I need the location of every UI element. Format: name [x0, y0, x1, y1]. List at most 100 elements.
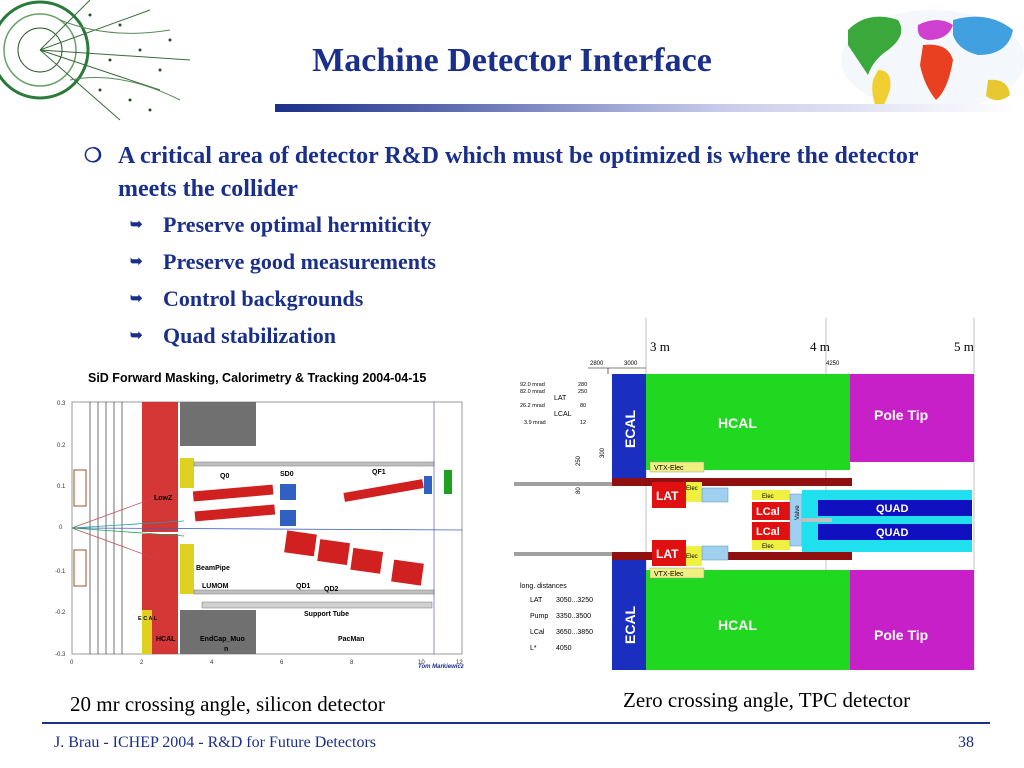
arrow-bullet-icon: ➥ — [130, 217, 143, 233]
scale-4m: 4 m — [810, 339, 830, 354]
lat-top-label: LAT — [656, 489, 679, 503]
mrad-angle: 92.0 mrad — [520, 382, 545, 388]
y-tick: -0.2 — [55, 610, 66, 616]
lat-elec-bottom: Elec — [686, 554, 698, 560]
hcal-bottom — [646, 570, 850, 670]
arrow-bullet-icon: ➥ — [130, 254, 143, 270]
ecal-bottom-label: ECAL — [622, 605, 638, 644]
support-tube-label: Support Tube — [304, 611, 349, 618]
y-tick: -0.1 — [55, 569, 66, 575]
tpc-detector-figure: 3 m 4 m 5 m 2800 3000 4250 92.0 mrad 280… — [514, 318, 976, 670]
footer-divider — [42, 722, 990, 724]
scale-5m: 5 m — [954, 339, 974, 354]
hcal-top — [646, 374, 850, 470]
mrad-value: 280 — [578, 382, 587, 388]
pole-tip-bottom-label: Pole Tip — [874, 627, 928, 643]
dim-250: 250 — [576, 455, 582, 466]
hcal-bottom-label: HCAL — [718, 617, 757, 633]
mrad-lcal-label: LCAL — [554, 411, 572, 418]
lcal-bottom-label: LCal — [756, 526, 780, 538]
lowz-label: LowZ — [154, 495, 173, 502]
ecal-top — [612, 374, 646, 482]
main-bullet-text: A critical area of detector R&D which mu… — [118, 143, 919, 202]
vtx-elec-bottom: VTX-Elec — [654, 571, 684, 578]
arrow-bullet-icon: ➥ — [130, 328, 143, 344]
dim-2800: 2800 — [590, 361, 604, 367]
lat-elec-top: Elec — [686, 486, 698, 492]
world-map-graphic — [841, 10, 1024, 112]
arrow-bullet-icon: ➥ — [130, 291, 143, 307]
dim-3000: 3000 — [624, 361, 638, 367]
quad-top-label: QUAD — [876, 503, 908, 515]
lcal-top-label: LCal — [756, 506, 780, 518]
ecal-top-label: ECAL — [622, 409, 638, 448]
lcal-elec-bottom: Elec — [762, 544, 774, 550]
long-dist-value: 3050...3250 — [556, 597, 593, 604]
x-tick: 2 — [140, 660, 144, 666]
x-tick: 10 — [418, 660, 425, 666]
title-underline — [275, 104, 1020, 112]
x-tick: 6 — [280, 660, 284, 666]
lumom-label: LUMOM — [202, 583, 229, 590]
q0-label: Q0 — [220, 473, 229, 480]
dim-80: 80 — [576, 487, 582, 494]
ecal-vertical-label: E C A L — [138, 616, 158, 622]
x-tick: 8 — [350, 660, 354, 666]
circle-bullet-icon: ❍ — [84, 145, 102, 167]
x-tick: 4 — [210, 660, 214, 666]
figure-credit: Tom Markiewicz — [418, 664, 464, 670]
mrad-angle: 26.2 mrad — [520, 403, 545, 409]
y-tick: -0.3 — [55, 652, 66, 658]
scale-3m: 3 m — [650, 339, 670, 354]
y-tick: 0 — [59, 525, 63, 531]
event-display-graphic — [0, 0, 200, 130]
mrad-angle: 3.9 mrad — [524, 420, 546, 426]
page-number: 38 — [958, 734, 974, 751]
left-figure-title: SiD Forward Masking, Calorimetry & Track… — [88, 371, 426, 385]
y-tick: 0.1 — [57, 484, 66, 490]
lcal-elec-top: Elec — [762, 494, 774, 500]
mrad-angle: 82.0 mrad — [520, 389, 545, 395]
long-dist-name: LAT — [530, 597, 543, 604]
sid-forward-masking-figure: SiD Forward Masking, Calorimetry & Track… — [54, 358, 484, 670]
long-dist-name: LCal — [530, 629, 545, 636]
sub-bullet-text: Preserve optimal hermiticity — [163, 212, 432, 237]
long-dist-name: Pump — [530, 613, 548, 620]
endcap-label-2: n — [224, 646, 228, 653]
long-dist-title: long. distances — [520, 583, 567, 590]
footer-text: J. Brau - ICHEP 2004 - R&D for Future De… — [54, 734, 377, 751]
mrad-lat-label: LAT — [554, 395, 567, 402]
qd1-label: QD1 — [296, 583, 311, 590]
valve-label: Valve — [795, 505, 801, 520]
dim-4250: 4250 — [826, 361, 840, 367]
sub-bullet-text: Preserve good measurements — [163, 249, 436, 274]
vtx-elec-top: VTX-Elec — [654, 465, 684, 472]
pole-tip-top-label: Pole Tip — [874, 407, 928, 423]
mrad-value: 12 — [580, 420, 586, 426]
long-dist-name: L* — [530, 645, 537, 652]
pacman-label: PacMan — [338, 636, 364, 643]
caption-left: 20 mr crossing angle, silicon detector — [70, 692, 385, 716]
ecal-bottom — [612, 560, 646, 670]
long-dist-value: 4050 — [556, 645, 572, 652]
x-tick: 12 — [456, 660, 463, 666]
qf1-label: QF1 — [372, 469, 386, 476]
caption-right: Zero crossing angle, TPC detector — [623, 688, 911, 712]
mrad-value: 250 — [578, 389, 587, 395]
y-tick: 0.2 — [57, 443, 66, 449]
x-tick: 0 — [70, 660, 74, 666]
slide-title: Machine Detector Interface — [312, 42, 712, 79]
hcal-label: HCAL — [156, 636, 176, 643]
mrad-value: 80 — [580, 403, 586, 409]
long-dist-value: 3650...3850 — [556, 629, 593, 636]
qd2-label: QD2 — [324, 586, 339, 593]
endcap-label: EndCap_Muo — [200, 636, 245, 643]
hcal-top-label: HCAL — [718, 415, 757, 431]
sd0-label: SD0 — [280, 471, 294, 478]
quad-bottom-label: QUAD — [876, 527, 908, 539]
y-tick: 0.3 — [57, 401, 66, 407]
pole-tip-bottom — [850, 570, 974, 670]
long-dist-value: 3350..3500 — [556, 613, 591, 620]
dim-300: 300 — [600, 447, 606, 458]
beampipe-label: BeamPipe — [196, 565, 230, 572]
